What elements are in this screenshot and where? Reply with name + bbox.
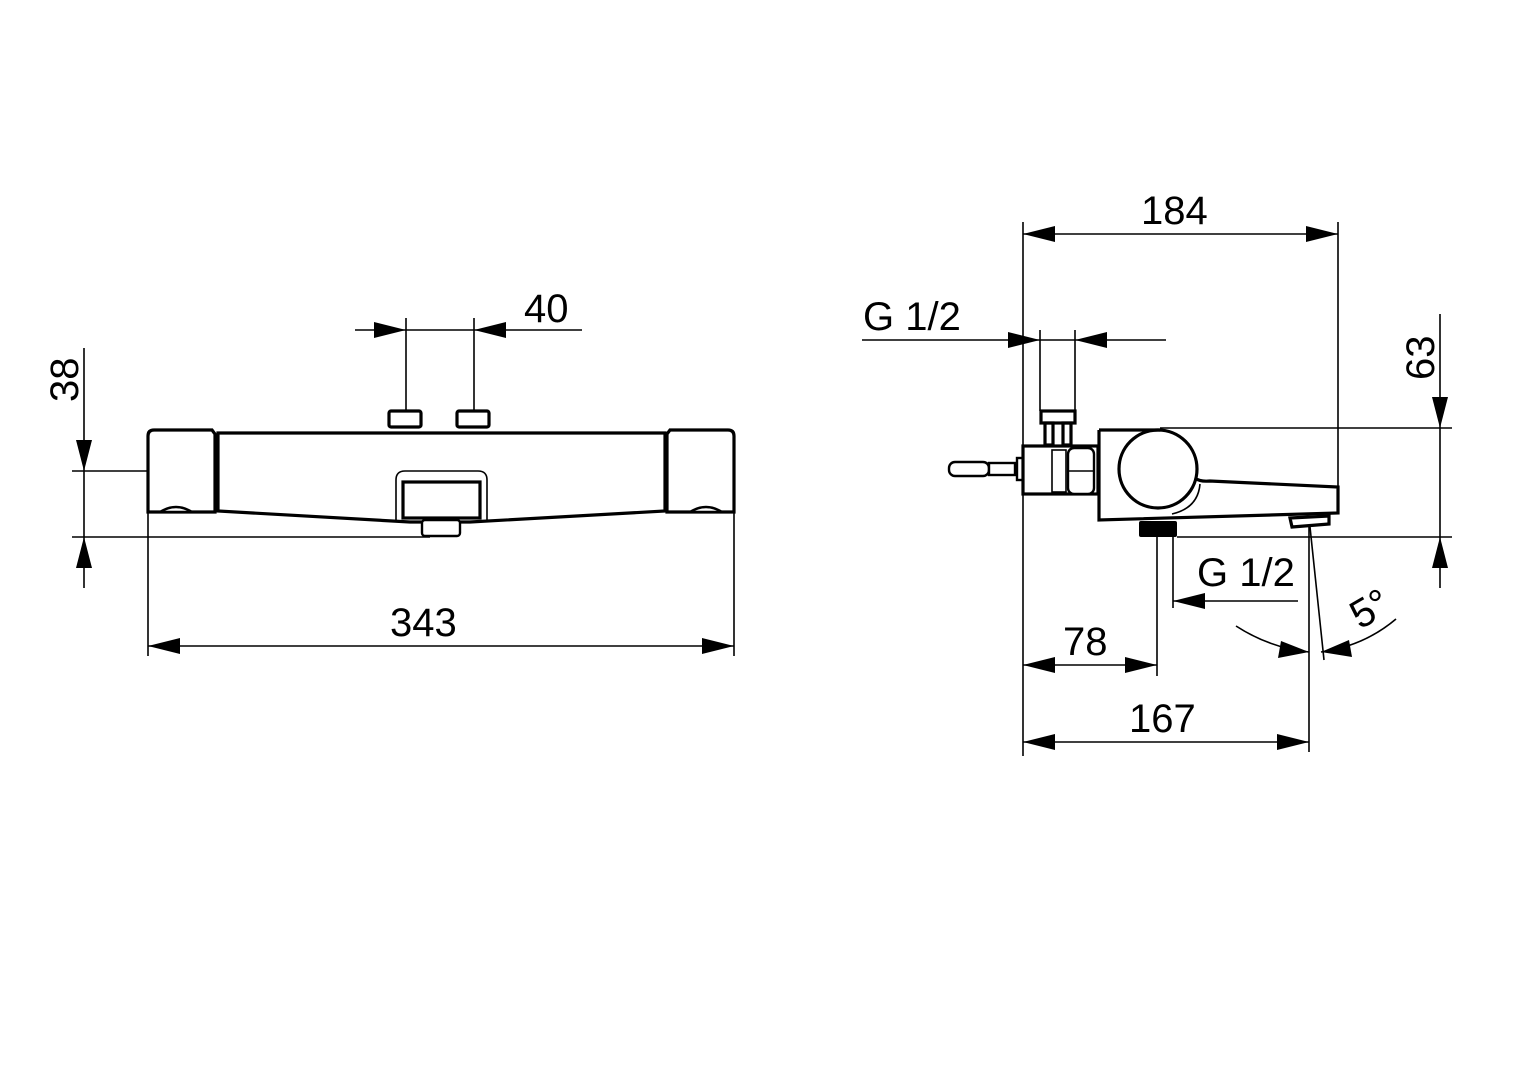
dimension-78-label: 78 [1063,620,1108,664]
dimension-167-label: 167 [1129,697,1196,741]
spout-angle-label: 5° [1343,581,1398,638]
dimension-63: 63 [1160,314,1452,588]
dimension-184: 184 [1022,189,1339,756]
dimension-184-label: 184 [1141,189,1208,233]
front-view [146,409,736,538]
dimension-167: 167 [1023,527,1310,752]
dimension-38: 38 [43,348,430,588]
dimension-40-label: 40 [524,287,569,331]
dimension-343-label: 343 [390,601,457,645]
side-view [947,409,1340,537]
inlet-thread-label: G 1/2 [863,295,961,339]
dimension-63-label: 63 [1399,336,1443,381]
dimension-outlet-thread: G 1/2 [1172,537,1298,609]
dimension-40: 40 [355,287,582,411]
dimension-38-label: 38 [43,358,87,403]
dimension-inlet-thread: G 1/2 [862,295,1166,411]
outlet-thread-label: G 1/2 [1197,551,1295,595]
dimension-78: 78 [1023,537,1158,676]
dimension-343: 343 [147,512,735,656]
